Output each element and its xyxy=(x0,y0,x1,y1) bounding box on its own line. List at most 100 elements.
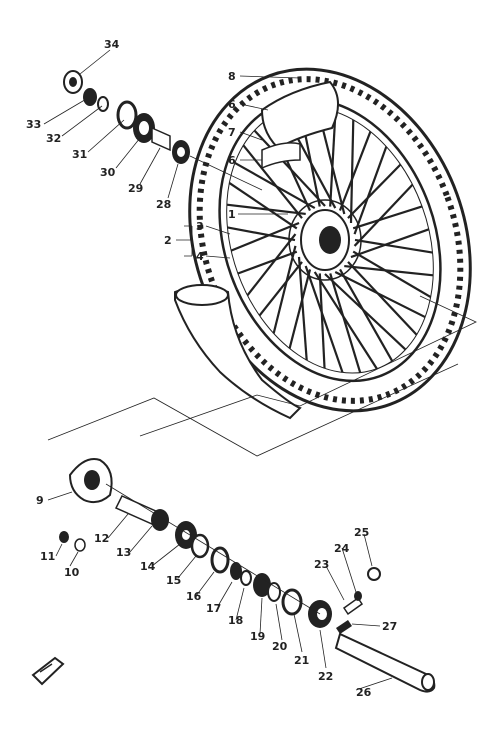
spoke xyxy=(318,273,326,369)
spoke xyxy=(353,146,388,235)
label-17: 17 xyxy=(206,602,221,615)
spoke xyxy=(329,273,362,373)
label-10: 10 xyxy=(64,566,80,579)
part-29-spacer xyxy=(151,126,171,152)
part-32-ring xyxy=(97,96,109,112)
part-16-ring xyxy=(210,546,230,574)
part-11-bolt xyxy=(59,531,69,543)
rim-band xyxy=(261,142,301,170)
label-4: 4 xyxy=(196,250,204,263)
label-31: 31 xyxy=(72,148,87,161)
label-22: 22 xyxy=(318,670,333,683)
part-34-nut-core xyxy=(69,77,77,87)
plane-outline-lower xyxy=(47,363,459,457)
spoke xyxy=(350,228,430,259)
part-17-ring xyxy=(230,562,242,580)
label-12: 12 xyxy=(94,532,109,545)
spoke xyxy=(347,261,418,336)
spokes xyxy=(226,107,434,373)
spoke xyxy=(338,131,372,211)
part-25-nut xyxy=(367,567,381,581)
spoke xyxy=(226,203,306,216)
part-19-bearing xyxy=(253,573,271,597)
label-30: 30 xyxy=(100,166,116,179)
label-23: 23 xyxy=(314,558,329,571)
part-24-washer xyxy=(354,591,362,601)
label-8: 8 xyxy=(228,70,236,83)
part-26-axle xyxy=(334,632,436,693)
part-10-washer xyxy=(74,538,86,552)
spoke xyxy=(237,250,298,275)
label-21: 21 xyxy=(294,654,309,667)
label-34: 34 xyxy=(104,38,120,51)
label-14: 14 xyxy=(140,560,156,573)
upper-axis-line xyxy=(189,155,263,191)
spoke xyxy=(353,183,414,247)
hub-flange xyxy=(288,199,362,281)
label-25: 25 xyxy=(354,526,369,539)
tire-section-face xyxy=(175,284,229,306)
spoke xyxy=(242,144,303,219)
reference-mark-icon xyxy=(31,656,65,686)
assembly-plane-outline xyxy=(139,295,477,437)
spoke xyxy=(228,182,298,230)
label-32: 32 xyxy=(46,132,61,145)
label-6b: 6 xyxy=(228,154,236,167)
label-33: 33 xyxy=(26,118,41,131)
part-labels: 8 6 7 6 1 3 2 4 34 33 32 31 30 29 28 9 1… xyxy=(26,38,397,699)
label-18: 18 xyxy=(228,614,243,627)
part-22-hole xyxy=(317,608,327,620)
spoke xyxy=(352,250,432,299)
spoke xyxy=(313,271,378,370)
spoke xyxy=(246,233,297,297)
label-29: 29 xyxy=(128,182,143,195)
spoke xyxy=(339,268,394,362)
label-1: 1 xyxy=(228,208,236,221)
label-27: 27 xyxy=(382,620,397,633)
label-26: 26 xyxy=(356,686,372,699)
part-31-seal xyxy=(116,100,138,130)
label-2: 2 xyxy=(164,234,172,247)
spoke xyxy=(272,245,297,334)
label-6: 6 xyxy=(228,98,236,111)
spoke xyxy=(329,111,337,207)
label-19: 19 xyxy=(250,630,265,643)
spoke xyxy=(352,205,423,230)
label-3: 3 xyxy=(196,220,204,233)
lower-axis-line xyxy=(105,483,321,615)
part-18-ring xyxy=(240,570,252,586)
part-27-clip xyxy=(336,620,352,634)
spoke xyxy=(304,265,344,373)
spoke xyxy=(347,163,402,219)
leader-lines xyxy=(43,49,393,691)
spoke xyxy=(354,238,433,254)
part-26-axle-end xyxy=(421,673,435,691)
part-28-bearing-hole xyxy=(177,147,185,157)
label-9: 9 xyxy=(36,494,44,507)
spoke xyxy=(230,221,300,252)
spoke xyxy=(349,119,355,224)
part-13-gear xyxy=(151,509,169,531)
label-13: 13 xyxy=(116,546,131,559)
label-16: 16 xyxy=(186,590,202,603)
spoke xyxy=(227,226,296,242)
spoke xyxy=(344,264,434,277)
label-11: 11 xyxy=(40,550,55,563)
spoke xyxy=(258,261,303,317)
spoke xyxy=(297,256,308,361)
label-28: 28 xyxy=(156,198,171,211)
part-33-washer xyxy=(83,88,97,106)
part-23-bolt xyxy=(342,596,364,616)
label-20: 20 xyxy=(272,640,288,653)
label-24: 24 xyxy=(334,542,350,555)
part-30-bearing-hole xyxy=(139,121,149,135)
part-15-washer xyxy=(190,533,210,559)
part-9-plate-bore xyxy=(84,470,100,490)
part-14-hole xyxy=(182,530,190,540)
wheel-assembly xyxy=(174,67,472,420)
tire-tread xyxy=(196,76,464,404)
hub-bore xyxy=(319,226,341,254)
label-15: 15 xyxy=(166,574,181,587)
tube-section xyxy=(260,80,339,150)
